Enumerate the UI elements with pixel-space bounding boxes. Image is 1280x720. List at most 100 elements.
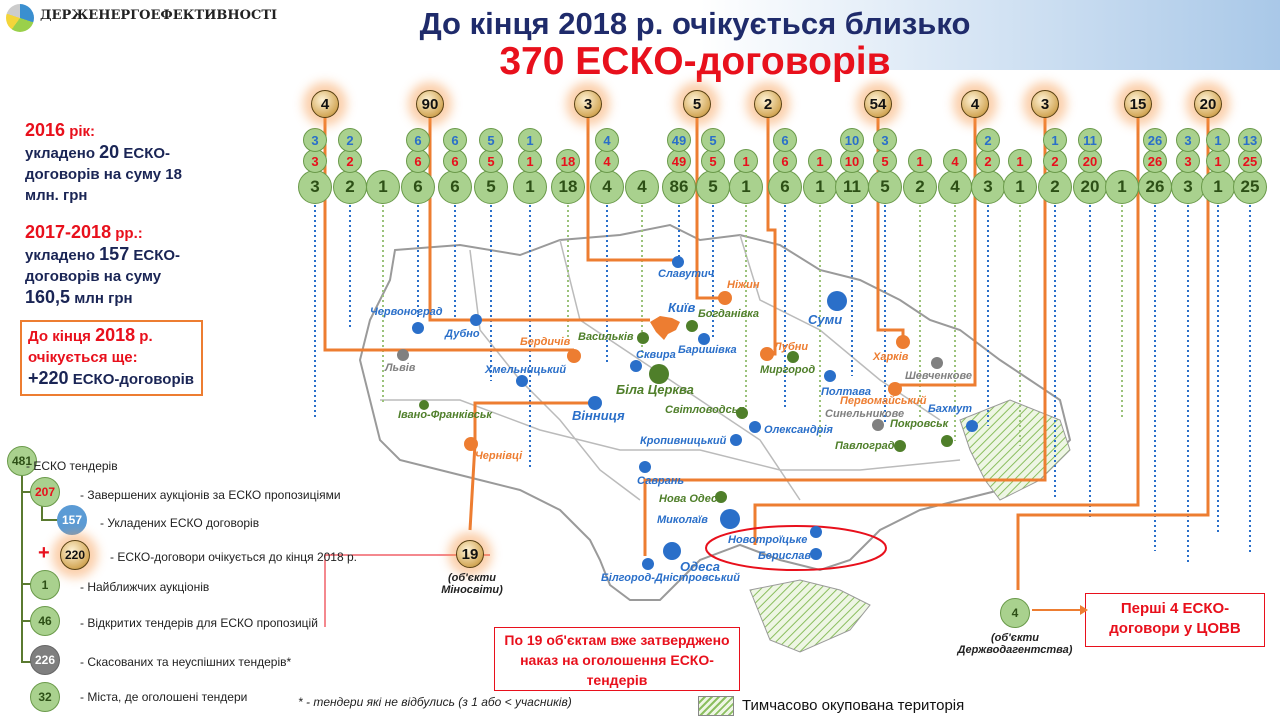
city-marker[interactable] [720, 509, 740, 529]
column-green-count: 2 [333, 170, 367, 204]
orange-total-badge: 20 [1194, 90, 1222, 118]
legend-label: - Міста, де оголошені тендери [80, 690, 248, 704]
column-green-count: 2 [903, 170, 937, 204]
city-marker[interactable] [787, 351, 799, 363]
city-marker[interactable] [686, 320, 698, 332]
city-marker[interactable] [698, 333, 710, 345]
city-marker[interactable] [567, 349, 581, 363]
city-marker[interactable] [730, 434, 742, 446]
city-marker[interactable] [630, 360, 642, 372]
column-red-count: 4 [595, 149, 619, 173]
page-title: До кінця 2018 р. очікується близько [419, 6, 971, 41]
city-marker[interactable] [588, 396, 602, 410]
city-marker[interactable] [412, 322, 424, 334]
city-marker[interactable] [966, 420, 978, 432]
column-red-count: 10 [840, 149, 864, 173]
city-label: Покровськ [890, 418, 949, 430]
city-marker[interactable] [672, 256, 684, 268]
city-marker[interactable] [637, 332, 649, 344]
city-marker[interactable] [715, 491, 727, 503]
city-marker[interactable] [931, 357, 943, 369]
city-marker[interactable] [639, 461, 651, 473]
city-label: Івано-Франківськ [398, 409, 492, 421]
legend-badge: 226 [30, 645, 60, 675]
city-label: Дубно [445, 328, 480, 340]
minosvity-count: 19 [456, 540, 484, 568]
city-marker[interactable] [894, 440, 906, 452]
column-red-count: 2 [976, 149, 1000, 173]
column-red-count: 1 [518, 149, 542, 173]
city-label: Бахмут [928, 403, 973, 415]
column-green-count: 1 [1201, 170, 1235, 204]
orange-connector [753, 115, 1140, 545]
city-marker[interactable] [872, 419, 884, 431]
column-red-count: 1 [734, 149, 758, 173]
column-blue-count: 3 [1176, 128, 1200, 152]
city-label: Львів [385, 362, 416, 374]
city-label: Берислав [758, 550, 812, 562]
column-green-count: 6 [438, 170, 472, 204]
column-green-count: 20 [1073, 170, 1107, 204]
column-blue-count: 10 [840, 128, 864, 152]
orange-connector [695, 115, 725, 300]
city-label: Ніжин [727, 279, 760, 291]
city-marker[interactable] [827, 291, 847, 311]
city-marker[interactable] [649, 364, 669, 384]
city-label: Червоноград [370, 306, 443, 318]
city-label: Синельникове [825, 408, 905, 420]
city-marker[interactable] [470, 314, 482, 326]
column-red-count: 5 [479, 149, 503, 173]
column-blue-count: 6 [406, 128, 430, 152]
orange-connector [643, 115, 1047, 556]
city-marker[interactable] [941, 435, 953, 447]
column-green-count: 1 [803, 170, 837, 204]
orange-connector [1016, 115, 1210, 590]
column-blue-count: 13 [1238, 128, 1262, 152]
column-blue-count: 3 [303, 128, 327, 152]
city-marker[interactable] [749, 421, 761, 433]
legend-badge: 46 [30, 606, 60, 636]
city-label: Чернівці [475, 450, 523, 462]
city-marker[interactable] [663, 542, 681, 560]
kyiv-region-icon [650, 316, 680, 340]
city-label: Одеса [680, 559, 720, 574]
city-marker[interactable] [824, 370, 836, 382]
connector-lines [314, 115, 1251, 627]
year-2017-2018: 2017-2018 [25, 222, 112, 242]
column-green-count: 3 [298, 170, 332, 204]
legend-label: - ЕСКО-договори очікується до кінця 2018… [110, 550, 357, 564]
city-marker[interactable] [642, 558, 654, 570]
city-marker[interactable] [464, 437, 478, 451]
column-red-count: 2 [1043, 149, 1067, 173]
city-marker[interactable] [516, 375, 528, 387]
city-marker[interactable] [810, 526, 822, 538]
column-green-count: 1 [513, 170, 547, 204]
legend-badge: 207 [30, 477, 60, 507]
column-red-count: 5 [701, 149, 725, 173]
city-marker[interactable] [760, 347, 774, 361]
column-blue-count: 26 [1143, 128, 1167, 152]
city-label: Нова Одеса [659, 493, 724, 505]
header-band [700, 0, 1280, 70]
city-marker[interactable] [736, 407, 748, 419]
orange-total-badge: 5 [683, 90, 711, 118]
column-blue-count: 1 [1206, 128, 1230, 152]
column-red-count: 49 [667, 149, 691, 173]
column-red-count: 1 [808, 149, 832, 173]
city-marker[interactable] [718, 291, 732, 305]
occupied-crimea [749, 579, 871, 653]
text: До кінця [28, 328, 96, 345]
city-label: Харків [873, 351, 909, 363]
city-marker[interactable] [888, 382, 902, 396]
city-marker[interactable] [810, 548, 822, 560]
column-blue-count: 6 [443, 128, 467, 152]
logo-icon [6, 4, 34, 32]
city-marker[interactable] [397, 349, 409, 361]
column-green-count: 4 [590, 170, 624, 204]
column-green-count: 5 [696, 170, 730, 204]
city-marker[interactable] [419, 400, 429, 410]
city-marker[interactable] [896, 335, 910, 349]
orange-connector [586, 115, 678, 262]
city-label: Богданівка [698, 308, 760, 320]
red-connector [324, 554, 490, 627]
